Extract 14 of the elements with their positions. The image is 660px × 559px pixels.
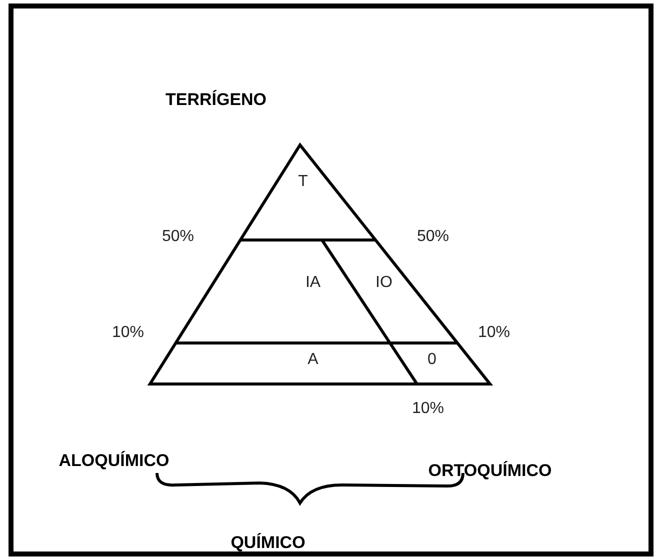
percentage-label: 50% (162, 228, 194, 246)
region-label: IO (376, 274, 392, 292)
percentage-label: 10% (412, 400, 444, 418)
vertex-label: ORTOQUÍMICO (428, 461, 552, 481)
percentage-label: 50% (416, 228, 450, 246)
percentage-label: 10% (112, 324, 144, 342)
region-label: T (298, 173, 308, 191)
region-label: 0 (428, 351, 436, 369)
vertex-label: ALOQUÍMICO (58, 451, 170, 471)
vertex-label: TERRÍGENO (165, 90, 267, 110)
region-label: IA (305, 274, 321, 292)
percentage-label: 10% (478, 324, 510, 342)
group-label: QUÍMICO (230, 533, 306, 553)
region-label: A (308, 351, 318, 369)
